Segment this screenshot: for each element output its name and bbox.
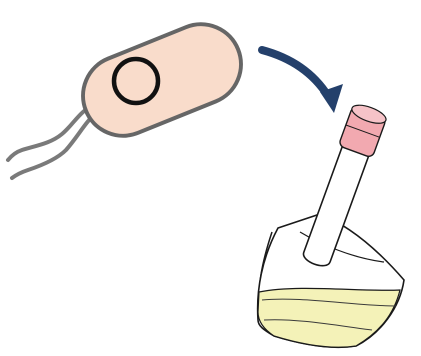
flagellum-upper xyxy=(8,104,96,160)
bacterium-icon xyxy=(71,12,253,148)
cell-body xyxy=(71,12,253,148)
flagellum-lower xyxy=(12,110,100,178)
curved-arrow-icon xyxy=(262,50,343,113)
culture-medium xyxy=(258,288,400,347)
